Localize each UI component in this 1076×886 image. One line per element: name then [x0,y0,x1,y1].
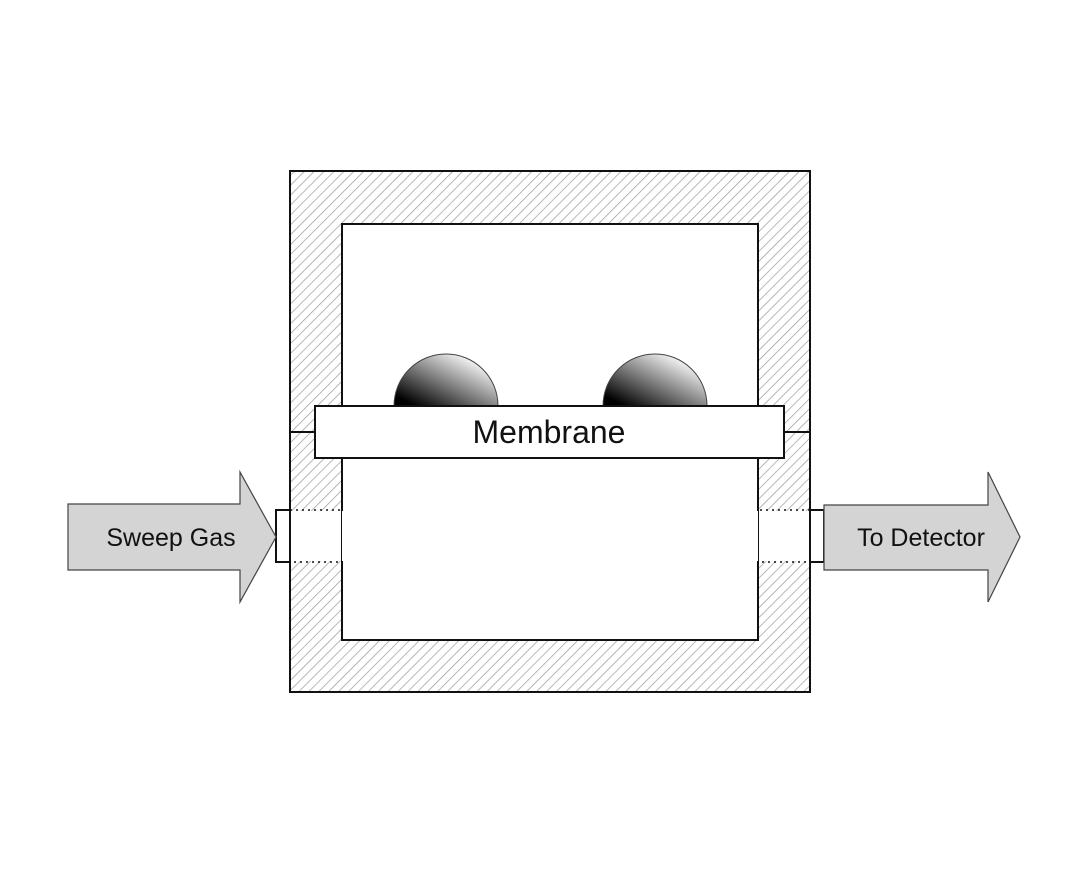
sample-dome-left [393,353,499,407]
membrane: Membrane [314,405,785,459]
outlet-port [809,509,825,563]
to-detector-arrow: To Detector [823,471,1021,603]
sample-dome-right [602,353,708,407]
membrane-label: Membrane [473,414,626,450]
sweep-gas-arrow: Sweep Gas [67,469,277,605]
to-detector-label: To Detector [857,524,985,552]
inlet-port [275,509,291,563]
sweep-gas-label: Sweep Gas [106,524,235,552]
